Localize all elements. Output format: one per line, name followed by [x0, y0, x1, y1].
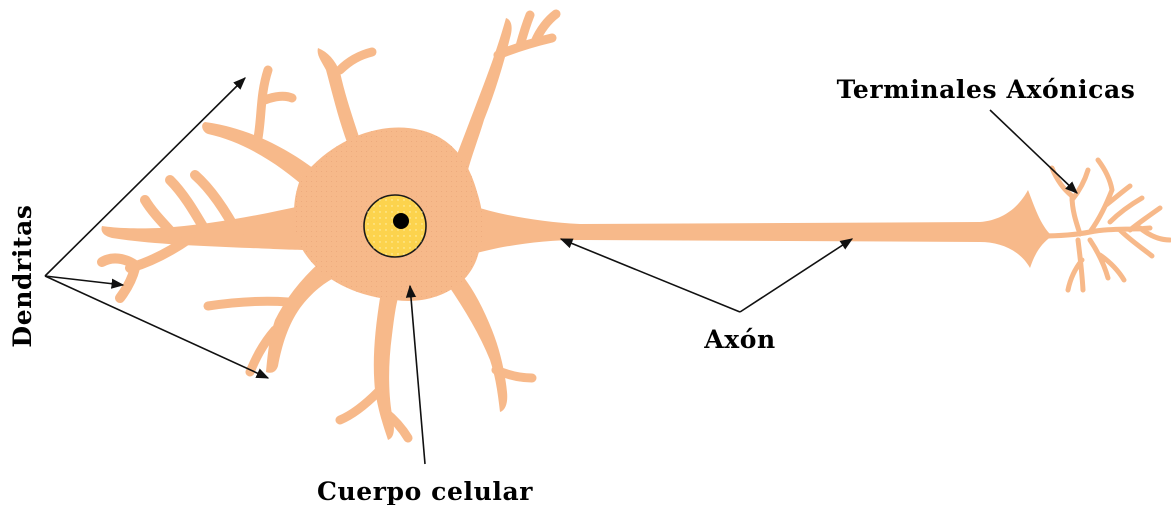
dendrite-bottom-right-branch	[496, 370, 532, 378]
dendrite-bottom-right	[448, 275, 507, 412]
dendrite-top-branch	[340, 52, 372, 70]
label-dendrites: Dendritas	[8, 204, 37, 347]
label-axon: Axón	[703, 325, 776, 354]
axon	[470, 190, 1052, 268]
axon-terminals-arrow	[990, 110, 1077, 193]
nucleus	[364, 195, 426, 257]
axon-arrows	[561, 239, 852, 312]
label-cell-body: Cuerpo celular	[317, 477, 533, 505]
axon-terminals	[1040, 160, 1170, 290]
nucleolus	[393, 213, 409, 229]
dendrite-bottom-branches	[340, 392, 408, 438]
dendrite-top-right	[455, 18, 512, 178]
dendrite-upper-left-branch	[258, 70, 292, 138]
dendrite-lower-left	[266, 262, 338, 373]
label-axon-terminals: Terminales Axónicas	[837, 75, 1136, 104]
